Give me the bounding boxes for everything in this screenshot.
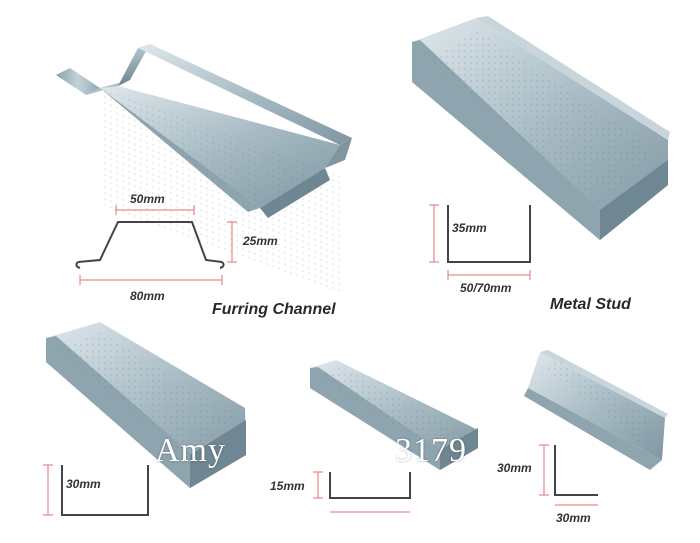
metal-stud-dim-height: 35mm xyxy=(452,221,487,235)
u-track-profile xyxy=(61,465,149,516)
metal-stud-label: Metal Stud xyxy=(550,296,632,313)
wall-angle-image xyxy=(524,350,668,470)
furring-dim-top: 50mm xyxy=(130,192,165,206)
wall-angle-dimension-lines xyxy=(539,444,598,506)
wall-angle-profile xyxy=(554,445,598,496)
metal-stud-image xyxy=(412,16,670,240)
furring-channel-profile xyxy=(75,221,225,269)
small-channel-profile xyxy=(329,472,411,499)
u-track-dimension-lines xyxy=(43,464,53,516)
u-track-dim-height: 30mm xyxy=(66,477,101,491)
watermark-left: Amy xyxy=(155,432,226,469)
small-channel-dim-height: 15mm xyxy=(270,479,305,493)
metal-stud-dim-width: 50/70mm xyxy=(460,281,512,295)
watermark-right: 3179 xyxy=(395,432,467,469)
furring-dim-height: 25mm xyxy=(242,234,278,248)
furring-channel-image xyxy=(56,44,352,292)
u-track-image xyxy=(46,322,246,488)
metal-stud-profile xyxy=(447,205,531,263)
wall-angle-dim-height: 30mm xyxy=(497,461,532,475)
furring-channel-dimension-lines xyxy=(79,205,237,285)
furring-dim-bottom: 80mm xyxy=(130,289,165,303)
wall-angle-dim-width: 30mm xyxy=(556,511,591,525)
furring-channel-label: Furring Channel xyxy=(212,301,336,318)
metal-stud-dimension-lines xyxy=(429,204,531,280)
small-channel-dimension-lines xyxy=(313,471,410,513)
small-channel-image xyxy=(310,360,478,470)
